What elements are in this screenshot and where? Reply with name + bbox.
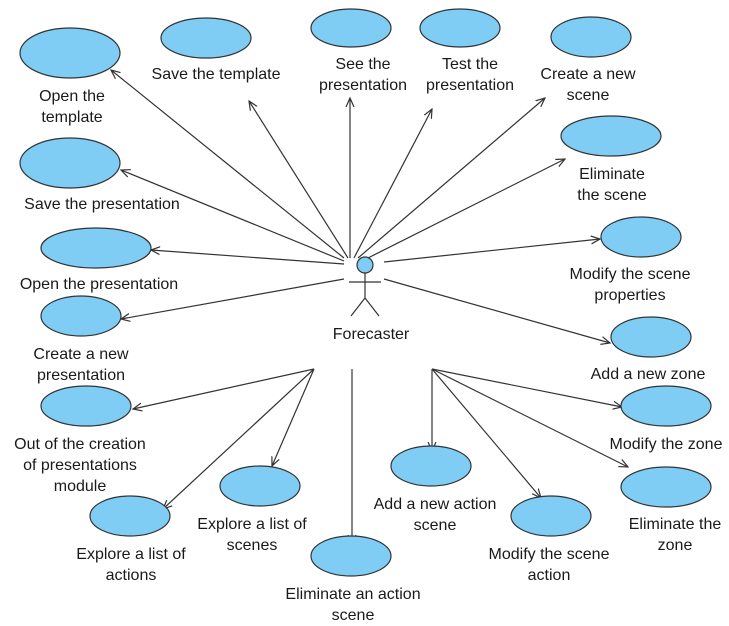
use-case-ellipse[interactable] — [310, 535, 392, 577]
use-case-label: Eliminate the — [629, 516, 722, 533]
association-add-a-new-zone — [383, 278, 610, 343]
use-case-ellipse[interactable] — [19, 27, 121, 79]
use-case-label: Eliminate — [579, 166, 645, 183]
use-case-label: module — [54, 478, 107, 495]
use-case-label: actions — [106, 567, 157, 584]
use-case-eliminate-an-action-scene[interactable]: Eliminate an action scene — [285, 535, 421, 624]
use-case-ellipse[interactable] — [560, 115, 662, 157]
use-case-label: Modify the scene — [570, 266, 691, 283]
use-case-add-a-new-action-scene[interactable]: Add a new action scene — [374, 445, 497, 534]
association-modify-the-zone — [431, 368, 622, 407]
use-case-ellipse[interactable] — [89, 495, 171, 537]
use-case-label: Save the template — [152, 66, 281, 83]
use-case-label: See the — [335, 56, 390, 73]
use-case-label: Open the presentation — [20, 276, 178, 293]
use-case-ellipse[interactable] — [40, 385, 132, 427]
use-case-label: action — [528, 567, 571, 584]
use-case-see-the-presentation[interactable]: See the presentation — [310, 8, 407, 94]
association-explore-a-list-of-actions — [163, 368, 315, 509]
use-case-label: Add a new action — [374, 496, 497, 513]
use-case-label: presentation — [319, 77, 407, 94]
use-case-add-a-new-zone[interactable]: Add a new zone — [591, 316, 706, 383]
use-case-ellipse[interactable] — [390, 445, 472, 487]
use-case-ellipse[interactable] — [160, 17, 252, 59]
use-case-ellipse[interactable] — [310, 8, 392, 48]
association-explore-a-list-of-scenes — [272, 368, 315, 466]
use-case-modify-the-scene-action[interactable]: Modify the scene action — [489, 495, 610, 584]
use-case-ellipse[interactable] — [620, 385, 712, 427]
association-lines — [111, 70, 628, 544]
use-case-label: Explore a list of — [197, 516, 307, 533]
use-case-modify-the-zone[interactable]: Modify the zone — [610, 385, 723, 453]
use-case-explore-a-list-of-scenes[interactable]: Explore a list of scenes — [197, 465, 307, 554]
use-case-ellipse[interactable] — [219, 465, 301, 507]
association-test-the-presentation — [353, 109, 432, 259]
use-case-label: of presentations — [23, 457, 137, 474]
actor-forecaster[interactable]: Forecaster — [333, 256, 410, 343]
association-save-the-presentation — [121, 170, 345, 262]
use-case-save-the-presentation[interactable]: Save the presentation — [19, 137, 180, 213]
use-case-nodes: Open the template Save the template See the… — [14, 8, 723, 624]
use-case-open-the-template[interactable]: Open the template — [19, 27, 121, 126]
use-case-label: Save the presentation — [24, 196, 180, 213]
association-eliminate-the-zone — [431, 368, 628, 467]
use-case-create-a-new-scene[interactable]: Create a new scene — [540, 16, 636, 104]
use-case-label: template — [41, 109, 102, 126]
actor-left-leg — [350, 297, 366, 317]
use-case-label: Explore a list of — [76, 546, 186, 563]
use-case-create-a-new-presentation[interactable]: Create a new presentation — [33, 295, 129, 384]
use-case-label: Open the — [39, 88, 105, 105]
use-case-label: the scene — [577, 187, 646, 204]
use-case-save-the-template[interactable]: Save the template — [152, 17, 281, 83]
use-case-ellipse[interactable] — [610, 316, 692, 358]
use-case-label: scene — [567, 87, 610, 104]
use-case-ellipse[interactable] — [550, 16, 632, 58]
use-case-ellipse[interactable] — [510, 495, 592, 537]
use-case-label: Test the — [442, 56, 498, 73]
use-case-ellipse[interactable] — [40, 227, 152, 269]
use-case-label: properties — [594, 287, 665, 304]
use-case-label: scene — [414, 517, 457, 534]
association-open-the-template — [111, 70, 345, 259]
association-save-the-template — [249, 101, 349, 259]
association-modify-the-scene-action — [431, 368, 541, 498]
use-case-test-the-presentation[interactable]: Test the presentation — [419, 8, 514, 94]
association-eliminate-the-scene — [359, 159, 565, 263]
use-case-open-the-presentation[interactable]: Open the presentation — [20, 227, 178, 293]
use-case-label: Add a new zone — [591, 366, 706, 383]
use-case-ellipse[interactable] — [40, 295, 122, 337]
use-case-label: Out of the creation — [14, 436, 146, 453]
actor-right-leg — [364, 297, 380, 317]
use-case-ellipse[interactable] — [419, 8, 501, 48]
association-create-a-new-presentation — [121, 278, 345, 319]
use-case-eliminate-the-zone[interactable]: Eliminate the zone — [620, 466, 722, 554]
use-case-label: scenes — [227, 537, 278, 554]
use-case-ellipse[interactable] — [620, 466, 712, 508]
use-case-modify-the-scene-properties[interactable]: Modify the scene properties — [570, 216, 691, 304]
use-case-ellipse[interactable] — [19, 137, 121, 189]
use-case-label: Create a new — [540, 66, 636, 83]
use-case-eliminate-the-scene[interactable]: Eliminate the scene — [560, 115, 662, 204]
association-create-a-new-scene — [357, 98, 545, 259]
association-open-the-presentation — [151, 250, 345, 265]
use-case-label: Create a new — [33, 346, 129, 363]
association-out-of-the-creation-module — [133, 368, 315, 409]
use-case-ellipse[interactable] — [600, 216, 682, 258]
use-case-label: Modify the scene — [489, 546, 610, 563]
use-case-explore-a-list-of-actions[interactable]: Explore a list of actions — [76, 495, 186, 584]
use-case-out-of-the-creation-module[interactable]: Out of the creation of presentations modul… — [14, 385, 146, 495]
use-case-label: presentation — [426, 77, 514, 94]
use-case-label: Modify the zone — [610, 436, 723, 453]
actor-label: Forecaster — [333, 326, 410, 343]
actor-head — [356, 256, 374, 274]
association-modify-the-scene-properties — [383, 239, 600, 263]
use-case-label: scene — [332, 607, 375, 621]
use-case-label: presentation — [37, 367, 125, 384]
use-case-label: zone — [658, 537, 693, 554]
use-case-label: Eliminate an action — [285, 586, 420, 603]
